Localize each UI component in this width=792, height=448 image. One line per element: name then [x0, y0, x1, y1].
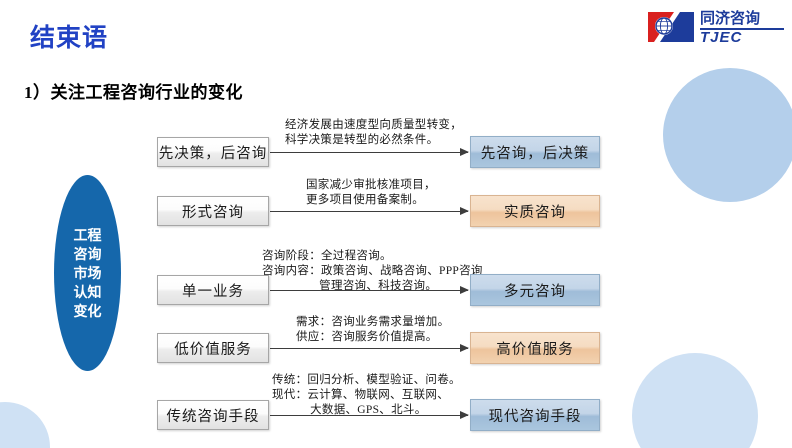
- left-theme-label-line: 市场: [73, 264, 102, 281]
- flow-row-caption: 经济发展由速度型向质量型转变， 科学决策是转型的必然条件。: [285, 119, 462, 146]
- company-logo: 同济咨询 TJEC: [648, 11, 784, 50]
- flow-row-caption: 咨询阶段：全过程咨询。 咨询内容：政策咨询、战略咨询、PPP咨询 管理咨询、科技…: [262, 250, 483, 292]
- decorative-circle-bottom-left: [0, 402, 50, 448]
- left-theme-label-line: 变化: [73, 302, 102, 319]
- flow-row-caption: 国家减少审批核准项目， 更多项目使用备案制。: [306, 179, 436, 206]
- flow-arrow: [270, 207, 469, 215]
- left-theme-oval: 工程咨询市场认知变化: [54, 175, 121, 371]
- flow-row-caption: 需求：咨询业务需求量增加。 供应：咨询服务价值提高。: [296, 316, 450, 343]
- flow-target-box[interactable]: 现代咨询手段: [470, 399, 600, 431]
- logo-emblem-icon: [648, 12, 694, 42]
- page-subtitle: 1）关注工程咨询行业的变化: [24, 83, 243, 102]
- flow-arrow: [270, 148, 469, 156]
- left-theme-label-line: 工程: [73, 226, 102, 243]
- flow-arrow: [270, 286, 469, 294]
- flow-source-box[interactable]: 低价值服务: [157, 333, 269, 363]
- flow-source-box[interactable]: 传统咨询手段: [157, 400, 269, 430]
- flow-arrow: [270, 344, 469, 352]
- logo-name-en: TJEC: [700, 29, 743, 46]
- logo-divider: [700, 28, 784, 30]
- left-theme-label-line: 认知: [73, 283, 102, 300]
- logo-name-cn: 同济咨询: [700, 10, 761, 27]
- flow-target-box[interactable]: 实质咨询: [470, 195, 600, 227]
- flow-target-box[interactable]: 先咨询，后决策: [470, 136, 600, 168]
- left-theme-label: 工程咨询市场认知变化: [71, 226, 105, 321]
- flow-source-box[interactable]: 先决策，后咨询: [157, 137, 269, 167]
- decorative-circle-bottom-right: [632, 353, 758, 448]
- flow-target-box[interactable]: 多元咨询: [470, 274, 600, 306]
- flow-row-caption: 传统：回归分析、模型验证、问卷。 现代：云计算、物联网、互联网、 大数据、GPS…: [272, 374, 461, 416]
- logo-wordmark: 同济咨询 TJEC: [700, 11, 784, 46]
- page-title: 结束语: [30, 24, 109, 52]
- decorative-circle-top-right: [663, 68, 792, 202]
- flow-source-box[interactable]: 单一业务: [157, 275, 269, 305]
- flow-target-box[interactable]: 高价值服务: [470, 332, 600, 364]
- left-theme-label-line: 咨询: [73, 245, 102, 262]
- flow-arrow: [270, 411, 469, 419]
- flow-source-box[interactable]: 形式咨询: [157, 196, 269, 226]
